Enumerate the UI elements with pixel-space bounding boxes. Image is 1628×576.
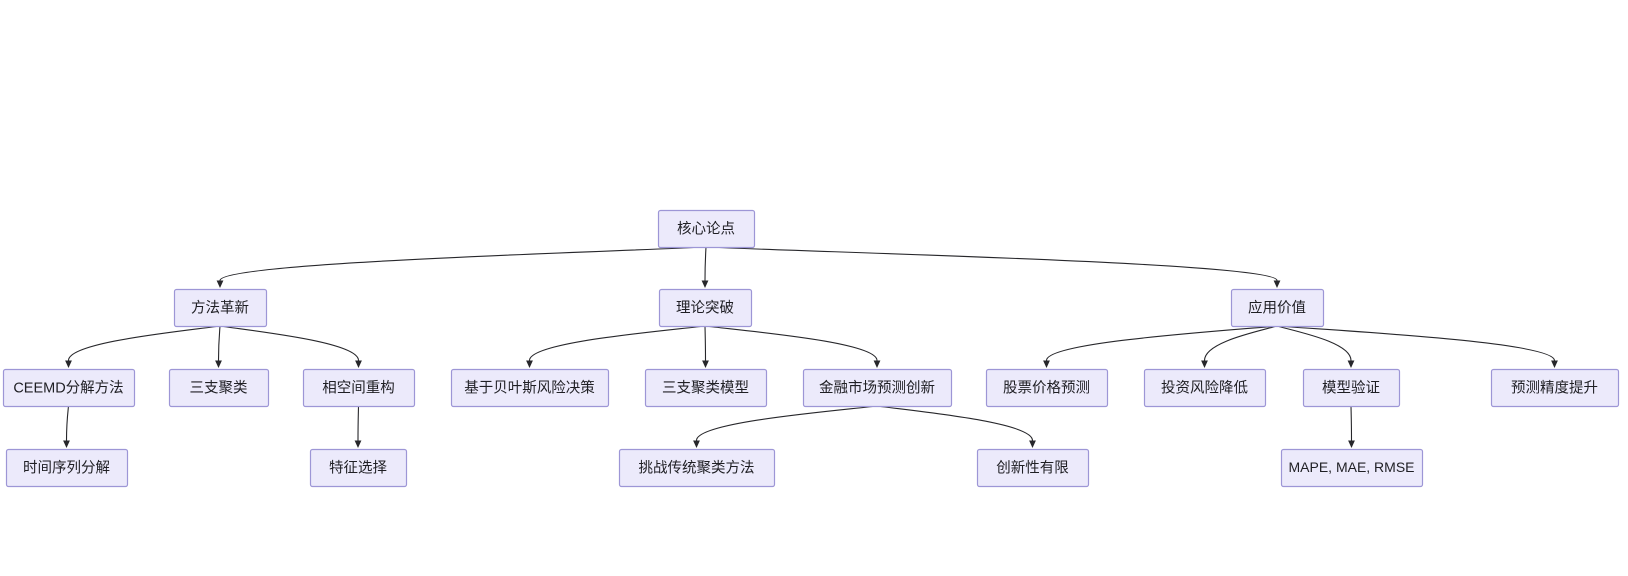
flow-node[interactable]: 方法革新 xyxy=(173,288,268,328)
node-box[interactable] xyxy=(1490,368,1620,408)
arrowhead-n3-to-n11 xyxy=(1201,360,1208,368)
flow-node[interactable]: 创新性有限 xyxy=(976,448,1090,488)
arrowhead-n1-to-n4 xyxy=(65,360,72,368)
node-label: MAPE, MAE, RMSE xyxy=(1288,459,1414,475)
flow-node[interactable]: CEEMD分解方法 xyxy=(2,368,136,408)
node-label: 创新性有限 xyxy=(996,459,1069,476)
node-label: 特征选择 xyxy=(329,459,387,476)
node-label: 时间序列分解 xyxy=(23,459,110,476)
node-label: 模型验证 xyxy=(1322,379,1380,396)
node-box[interactable] xyxy=(976,448,1090,488)
node-box[interactable] xyxy=(1280,448,1424,488)
node-label: 三支聚类 xyxy=(190,379,248,396)
arrowhead-n12-to-n18 xyxy=(1348,440,1355,448)
flow-node[interactable]: 理论突破 xyxy=(658,288,753,328)
node-box[interactable] xyxy=(173,288,268,328)
node-box[interactable] xyxy=(309,448,408,488)
node-label: 挑战传统聚类方法 xyxy=(639,459,755,476)
flow-node[interactable]: 应用价值 xyxy=(1230,288,1325,328)
edge-n3-to-n11 xyxy=(1203,325,1278,361)
arrowhead-n4-to-n14 xyxy=(63,440,70,448)
node-label: 三支聚类模型 xyxy=(662,379,749,396)
node-label: 投资风险降低 xyxy=(1161,379,1248,396)
flow-node[interactable]: 特征选择 xyxy=(309,448,408,488)
node-box[interactable] xyxy=(1230,288,1325,328)
edge-n3-to-n10 xyxy=(1045,325,1278,361)
node-label: CEEMD分解方法 xyxy=(13,379,123,396)
flow-node[interactable]: 金融市场预测创新 xyxy=(802,368,953,408)
node-box[interactable] xyxy=(1143,368,1267,408)
flow-node[interactable]: 三支聚类 xyxy=(168,368,270,408)
edge-n0-to-n2 xyxy=(704,246,707,281)
flow-node[interactable]: 挑战传统聚类方法 xyxy=(618,448,776,488)
node-box[interactable] xyxy=(802,368,953,408)
arrowhead-n2-to-n9 xyxy=(873,360,881,368)
flow-node[interactable]: 预测精度提升 xyxy=(1490,368,1620,408)
edge-n2-to-n9 xyxy=(704,325,878,361)
flow-node[interactable]: 股票价格预测 xyxy=(985,368,1109,408)
arrowhead-n9-to-n16 xyxy=(693,440,700,448)
node-box[interactable] xyxy=(644,368,768,408)
flow-node[interactable]: 模型验证 xyxy=(1302,368,1401,408)
arrowhead-n1-to-n6 xyxy=(355,360,362,368)
node-box[interactable] xyxy=(1302,368,1401,408)
node-box[interactable] xyxy=(5,448,129,488)
node-label: 方法革新 xyxy=(191,299,249,316)
node-box[interactable] xyxy=(618,448,776,488)
node-label: 应用价值 xyxy=(1248,298,1306,316)
edge-n9-to-n16 xyxy=(695,405,878,441)
flow-node[interactable]: 核心论点 xyxy=(657,209,756,249)
node-box[interactable] xyxy=(658,288,753,328)
arrowhead-n6-to-n15 xyxy=(354,440,362,448)
arrowhead-n1-to-n5 xyxy=(215,360,222,368)
flow-node[interactable]: 三支聚类模型 xyxy=(644,368,768,408)
edge-n0-to-n3 xyxy=(705,246,1278,281)
node-box[interactable] xyxy=(2,368,136,408)
edge-n9-to-n17 xyxy=(876,405,1034,441)
arrowhead-n2-to-n7 xyxy=(526,360,533,368)
arrowhead-n2-to-n8 xyxy=(702,360,709,368)
edge-n1-to-n6 xyxy=(219,325,360,361)
edges-layer xyxy=(63,246,1558,448)
arrowhead-n3-to-n10 xyxy=(1043,360,1050,368)
node-box[interactable] xyxy=(450,368,610,408)
edge-n6-to-n15 xyxy=(357,405,360,441)
arrowhead-n0-to-n2 xyxy=(701,280,709,288)
edge-n0-to-n1 xyxy=(219,246,707,281)
edge-n3-to-n13 xyxy=(1276,325,1556,361)
arrowhead-n3-to-n13 xyxy=(1551,360,1558,368)
arrowhead-n0-to-n3 xyxy=(1273,280,1281,288)
node-box[interactable] xyxy=(657,209,756,249)
flow-node[interactable]: MAPE, MAE, RMSE xyxy=(1280,448,1424,488)
node-label: 股票价格预测 xyxy=(1003,379,1090,396)
edge-n1-to-n4 xyxy=(67,325,221,361)
flow-node[interactable]: 相空间重构 xyxy=(302,368,416,408)
edge-n12-to-n18 xyxy=(1350,405,1353,441)
edge-n3-to-n12 xyxy=(1276,325,1352,361)
flow-node[interactable]: 时间序列分解 xyxy=(5,448,129,488)
node-box[interactable] xyxy=(302,368,416,408)
edge-n1-to-n5 xyxy=(217,325,221,361)
flow-node[interactable]: 基于贝叶斯风险决策 xyxy=(450,368,610,408)
node-box[interactable] xyxy=(985,368,1109,408)
node-label: 基于贝叶斯风险决策 xyxy=(464,379,595,396)
edge-n4-to-n14 xyxy=(65,405,70,441)
edge-n2-to-n8 xyxy=(704,325,707,361)
node-label: 核心论点 xyxy=(677,220,735,237)
node-label: 相空间重构 xyxy=(322,379,395,396)
node-box[interactable] xyxy=(168,368,270,408)
node-label: 金融市场预测创新 xyxy=(819,379,935,396)
node-label: 预测精度提升 xyxy=(1511,379,1598,396)
flow-node[interactable]: 投资风险降低 xyxy=(1143,368,1267,408)
arrowhead-n0-to-n1 xyxy=(216,280,224,288)
node-label: 理论突破 xyxy=(676,299,734,316)
arrowhead-n9-to-n17 xyxy=(1029,440,1036,448)
edge-n2-to-n7 xyxy=(528,325,706,361)
arrowhead-n3-to-n12 xyxy=(1347,360,1355,368)
